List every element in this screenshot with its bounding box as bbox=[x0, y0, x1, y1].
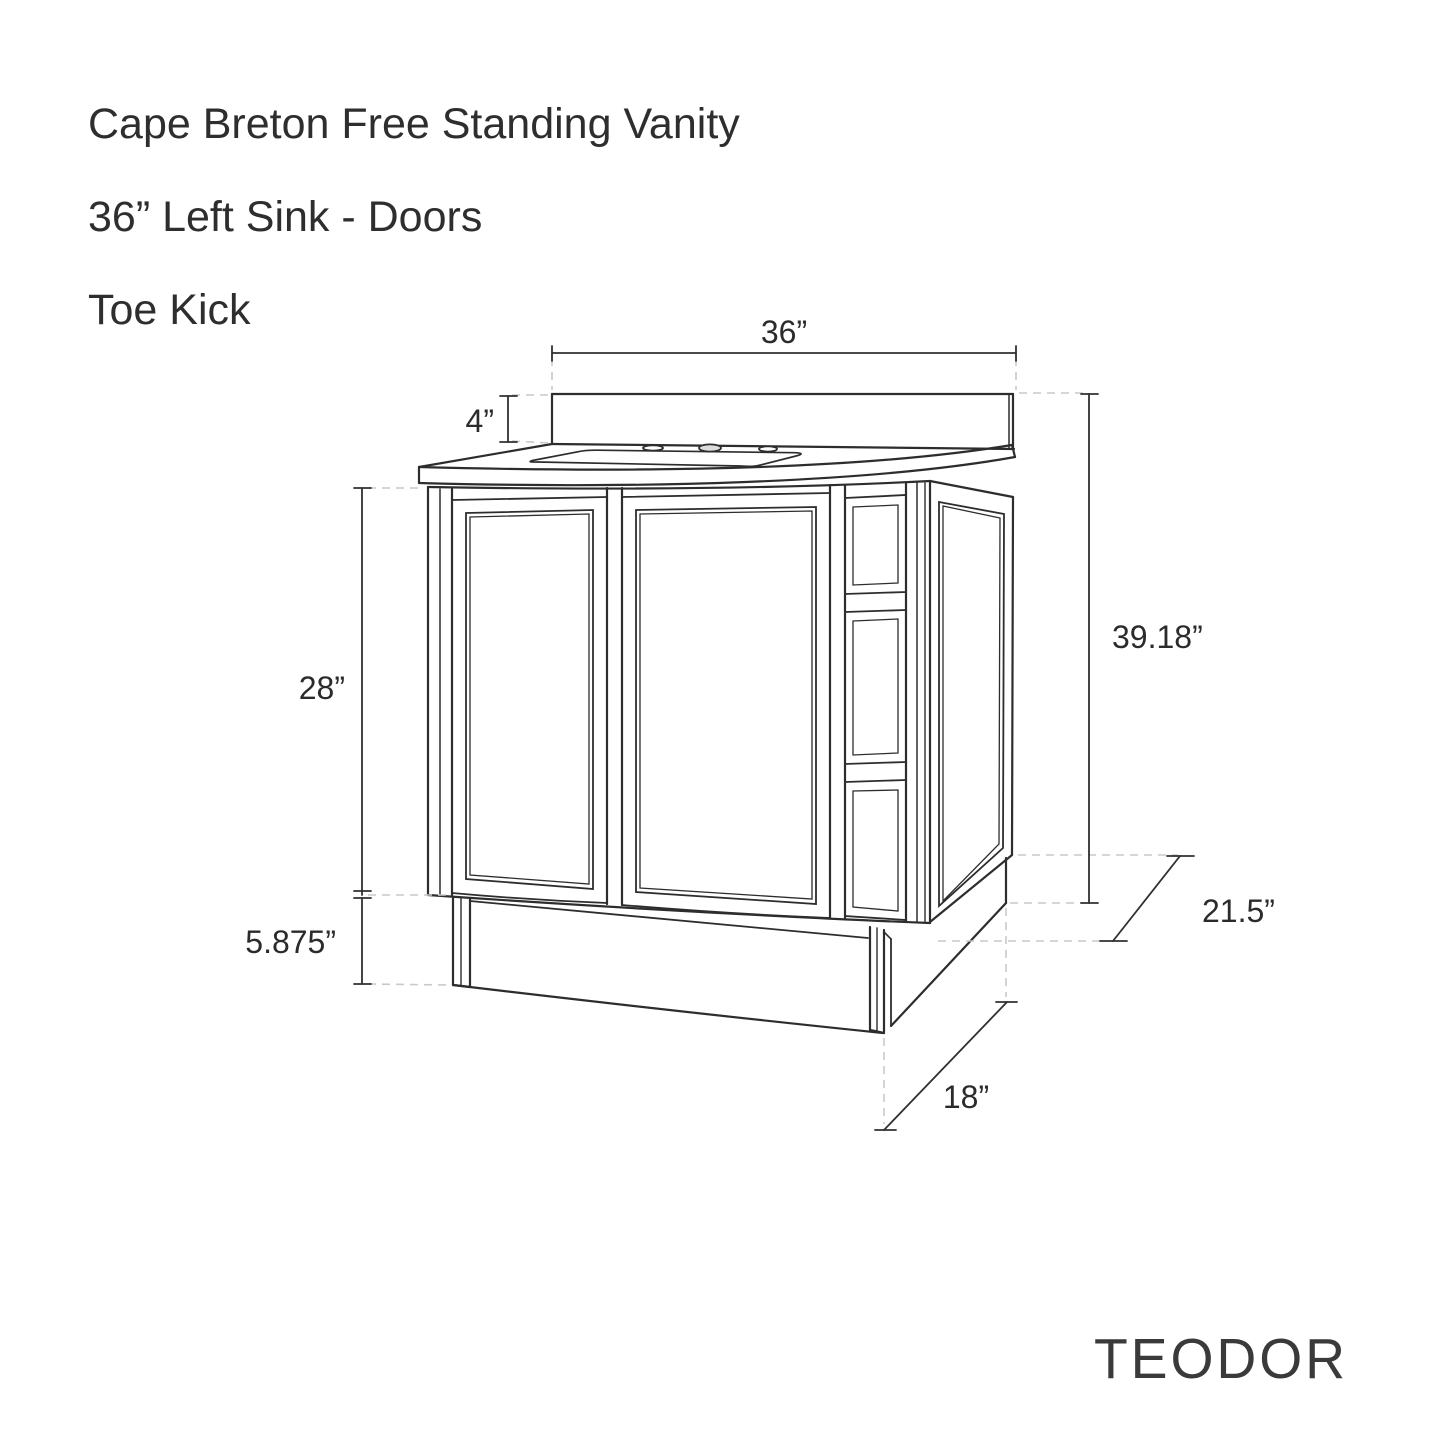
faucet-holes bbox=[642, 443, 778, 453]
dim-line-overall-height bbox=[1080, 393, 1099, 904]
label-cabinet-height: 28” bbox=[299, 670, 345, 706]
dashed-extension-lines bbox=[367, 358, 1178, 1124]
ext-toekick-bottom bbox=[367, 983, 449, 986]
dim-line-backsplash-height bbox=[499, 395, 518, 443]
ext-backsplash-bottom bbox=[511, 440, 550, 444]
brand-wordmark: TEODOR bbox=[1094, 1327, 1348, 1391]
vanity-cabinet-outline bbox=[417, 392, 1017, 1035]
dim-line-counter-width bbox=[551, 345, 1017, 362]
left-door bbox=[451, 496, 608, 904]
drawer-bottom bbox=[844, 779, 907, 921]
sink-cutout bbox=[529, 449, 802, 468]
dimension-labels: 36” 4” 39.18” 28” 5.875” 21.5” 18” bbox=[245, 314, 1275, 1115]
title-product-name: Cape Breton Free Standing Vanity bbox=[88, 100, 740, 148]
backsplash bbox=[550, 392, 1016, 451]
dim-line-toekick-height bbox=[353, 897, 372, 985]
drawing-title: Cape Breton Free Standing Vanity 36” Lef… bbox=[88, 78, 740, 357]
cabinet-front-face bbox=[426, 479, 932, 925]
dim-line-cabinet-height bbox=[353, 487, 372, 899]
drawer-bank bbox=[844, 494, 907, 921]
label-overall-height: 39.18” bbox=[1112, 619, 1203, 655]
dim-line-toekick-depth bbox=[874, 1001, 1018, 1131]
dimension-lines bbox=[353, 345, 1195, 1131]
label-cabinet-depth: 21.5” bbox=[1202, 893, 1275, 929]
title-base-style: Toe Kick bbox=[88, 286, 251, 334]
drawer-top bbox=[844, 494, 907, 595]
label-backsplash-height: 4” bbox=[466, 403, 494, 439]
label-toekick-height: 5.875” bbox=[245, 924, 336, 960]
countertop bbox=[417, 442, 1017, 487]
side-panel bbox=[928, 479, 1015, 924]
drawer-middle bbox=[844, 609, 907, 765]
dim-line-cabinet-depth bbox=[1099, 855, 1195, 942]
label-counter-width: 36” bbox=[761, 314, 807, 350]
title-configuration: 36” Left Sink - Doors bbox=[88, 193, 483, 241]
label-toekick-depth: 18” bbox=[943, 1079, 989, 1115]
toe-kick bbox=[451, 856, 1008, 1035]
right-door bbox=[621, 492, 831, 919]
